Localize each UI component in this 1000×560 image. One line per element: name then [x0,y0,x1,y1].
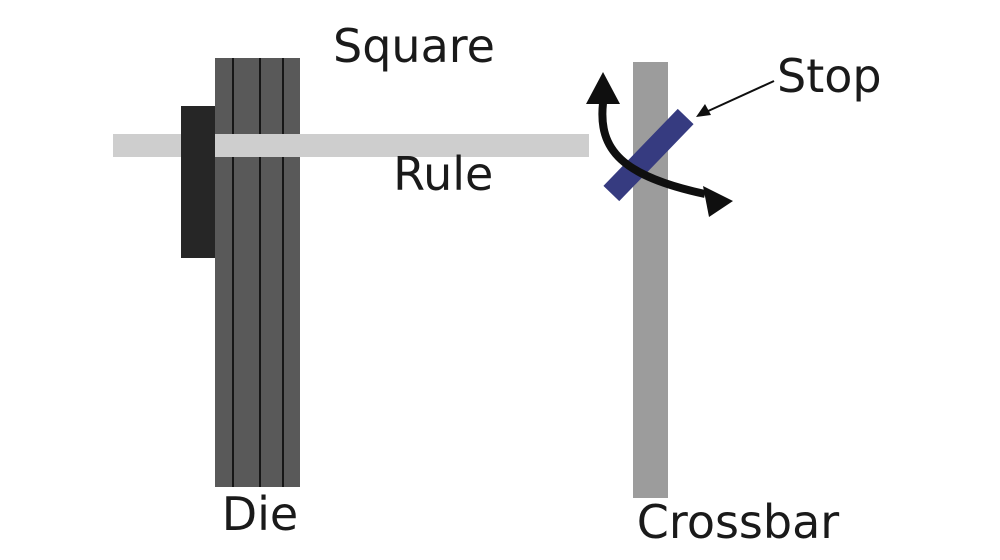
die-groove [259,58,261,487]
square-rule-bar [113,134,589,157]
rotation-arrow-right-head [703,186,733,217]
rotation-arrow-up-head [586,72,620,104]
square-rule-label: Square Rule [289,14,539,270]
die-bar [215,58,300,487]
die-groove [282,58,284,487]
die-label: Die [221,487,299,541]
leader-arrow-icon [696,80,775,117]
clamp-block [181,106,215,258]
die-groove [232,58,234,487]
crossbar-label: Crossbar [636,495,840,549]
square-rule-label-line2: Rule [393,147,494,201]
leader-arrow-head [696,104,711,117]
leader-arrow-line [705,80,775,113]
square-rule-label-line1: Square [333,19,495,73]
stop-label: Stop [777,49,882,103]
